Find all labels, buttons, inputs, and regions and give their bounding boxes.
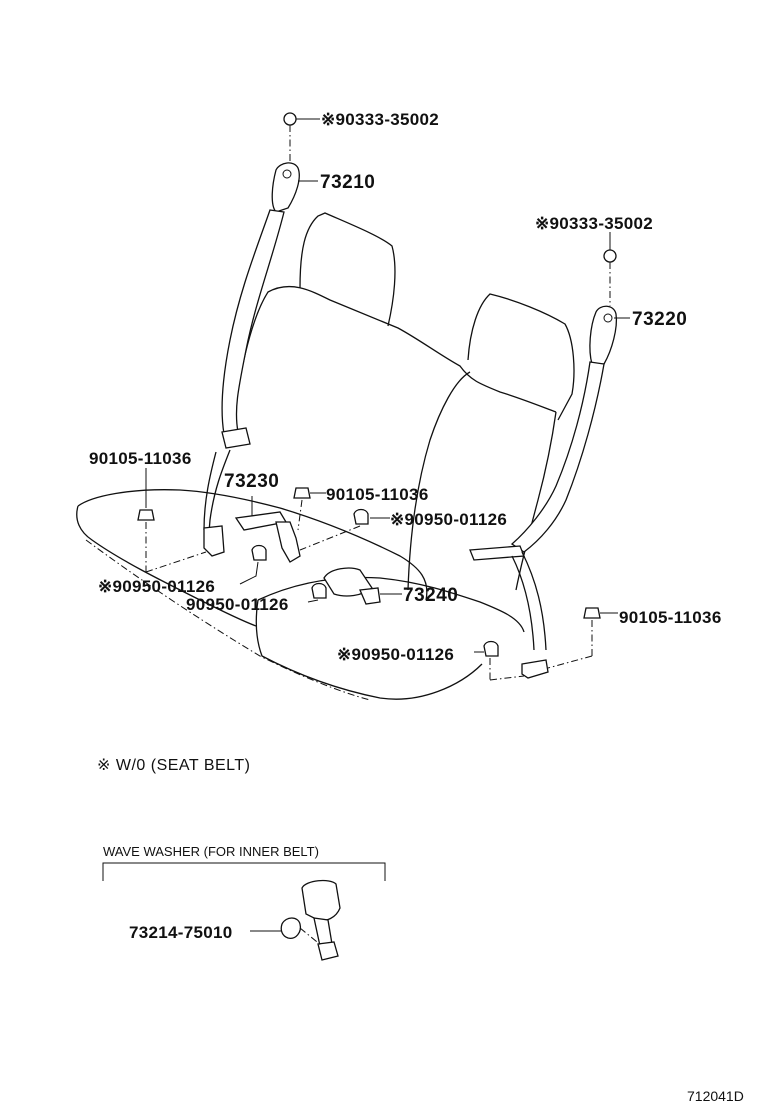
belt-webbing-left (221, 209, 285, 435)
legend-note: ※ W/0 (SEAT BELT) (97, 757, 250, 774)
wave-washer-inset: WAVE WASHER (FOR INNER BELT) 73214-75010 (102, 844, 386, 961)
right-headrest (467, 293, 575, 421)
seat-cushion-bottom-line (85, 539, 371, 701)
label-73214-75010: 73214-75010 (129, 923, 233, 942)
label-90950-right: ※90950-01126 (337, 645, 454, 664)
buckle-73230 (234, 496, 301, 563)
seat-back-outline (231, 285, 557, 431)
guide-73214 (299, 927, 323, 947)
fasteners (137, 468, 618, 681)
anchor-bolt-icon (603, 313, 613, 323)
inner-belt-anchor-icon (317, 941, 339, 961)
label-73230: 73230 (224, 471, 279, 492)
label-90333-top: ※90333-35002 (321, 110, 439, 129)
label-90950-lower: 90950-01126 (186, 595, 289, 614)
leader-90950-lower (307, 599, 319, 603)
inset-bracket (102, 862, 386, 881)
label-90105-right: 90105-11036 (619, 608, 722, 627)
seat-cushion-right-front (255, 599, 483, 700)
shoulder-anchor-73220 (589, 305, 618, 365)
plug-icon-right (603, 249, 617, 263)
clip-icon (353, 508, 369, 525)
outer-belt-right-73220 (469, 232, 630, 679)
seat-back-right-edge (515, 411, 557, 591)
label-90105-center: 90105-11036 (326, 485, 429, 504)
label-73240: 73240 (403, 585, 458, 606)
outer-belt-left-73210 (203, 112, 320, 557)
guide-90105-center (297, 499, 303, 531)
plug-icon-top (283, 112, 297, 126)
retractor-bracket-right (521, 659, 549, 679)
diagram-code: 712041D (687, 1088, 744, 1104)
anchor-bolt-icon (282, 169, 292, 179)
clip-icon (251, 544, 267, 561)
label-90105-left: 90105-11036 (89, 449, 192, 468)
guide-90950-center (299, 525, 361, 551)
inner-belt-buckle-icon (301, 879, 341, 922)
bolt-icon (583, 607, 601, 619)
bolt-icon (293, 487, 311, 499)
guide-90105-right-2 (547, 655, 593, 669)
belt-lower-right (511, 551, 547, 651)
part-number-labels: ※90333-35002 73210 ※90333-35002 73220 90… (89, 110, 722, 664)
buckle-body-73240 (323, 567, 373, 597)
bolt-icon (137, 509, 155, 521)
clip-icon (483, 640, 499, 657)
shoulder-anchor-73210 (271, 162, 300, 213)
rear-seat-illustration (76, 212, 575, 701)
buckle-73240 (323, 567, 402, 605)
seat-cushion-right (257, 576, 525, 633)
label-90950-center: ※90950-01126 (390, 510, 507, 529)
clip-icon (311, 582, 327, 599)
wave-washer-icon (280, 917, 302, 939)
label-73210: 73210 (320, 172, 375, 193)
buckle-strap-73230 (275, 521, 301, 563)
buckle-tongue-73240 (359, 587, 381, 605)
left-headrest (299, 212, 396, 327)
guide-90105-left-2 (145, 551, 207, 573)
seat-cushion-left-front (76, 505, 257, 627)
belt-guide-right (469, 545, 525, 561)
inner-belt-strap-icon (313, 917, 333, 947)
inset-title: WAVE WASHER (FOR INNER BELT) (103, 844, 319, 859)
retractor-bracket-left (203, 525, 225, 557)
guide-90950-right-2 (489, 675, 525, 681)
belt-guide-left (221, 427, 251, 449)
belt-webbing-right (510, 361, 605, 553)
label-73220: 73220 (632, 309, 687, 330)
leader-90950-left (239, 561, 259, 585)
seat-back-divider (407, 371, 471, 591)
belt-lower-left (203, 449, 231, 546)
seat-cushion-left (77, 489, 428, 601)
label-90950-left: ※90950-01126 (98, 577, 215, 596)
label-90333-right: ※90333-35002 (535, 214, 653, 233)
